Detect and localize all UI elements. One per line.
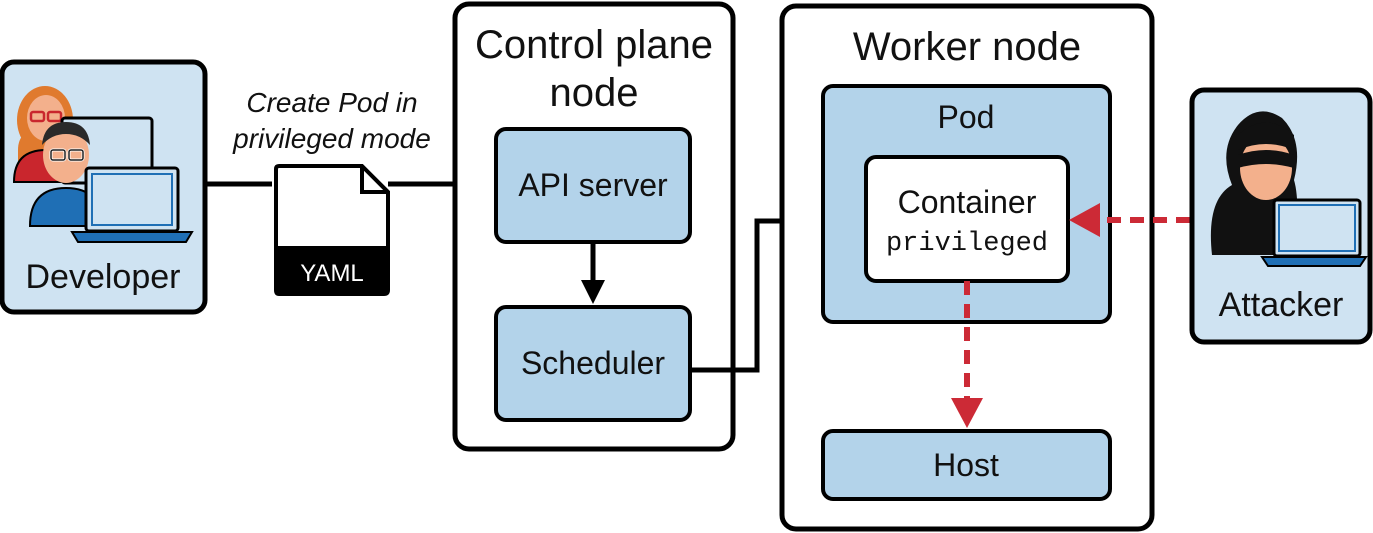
annotation-line-2: privileged mode xyxy=(232,123,431,154)
scheduler-box: Scheduler xyxy=(494,305,692,422)
developer-man-icon xyxy=(28,122,104,227)
container-mode-label: privileged xyxy=(886,229,1048,259)
yaml-file-icon: YAML xyxy=(274,164,390,296)
api-server-box: API server xyxy=(494,127,692,244)
host-label: Host xyxy=(933,447,999,483)
worker-node: Worker node Pod Container privileged Hos… xyxy=(779,3,1155,532)
attacker-label: Attacker xyxy=(1219,286,1344,324)
pod-label: Pod xyxy=(938,99,995,135)
control-plane-node: Control plane node API server Scheduler xyxy=(452,1,736,452)
api-server-label: API server xyxy=(518,167,668,203)
control-plane-title-line-1: Control plane xyxy=(475,23,713,67)
scheduler-label: Scheduler xyxy=(521,345,665,381)
pod-box: Pod Container privileged xyxy=(821,84,1112,324)
host-box: Host xyxy=(821,429,1112,501)
yaml-file-label: YAML xyxy=(300,260,364,287)
attacker-panel: Attacker xyxy=(1189,87,1373,345)
worker-node-title: Worker node xyxy=(853,25,1081,69)
api-to-scheduler-arrow xyxy=(581,242,605,304)
control-plane-title-line-2: node xyxy=(550,71,639,115)
container-to-host-escape-arrow xyxy=(951,281,983,428)
developer-label: Developer xyxy=(26,258,181,296)
developer-panel: Developer xyxy=(0,59,208,315)
annotation-line-1: Create Pod in xyxy=(246,87,417,118)
attacker-to-container-arrow xyxy=(1069,203,1190,237)
container-label: Container xyxy=(898,184,1037,220)
container-box: Container privileged xyxy=(864,155,1070,283)
create-pod-annotation: Create Pod in privileged mode xyxy=(232,87,431,154)
laptop-front-icon xyxy=(70,166,194,243)
attacker-laptop-icon xyxy=(1260,198,1368,267)
